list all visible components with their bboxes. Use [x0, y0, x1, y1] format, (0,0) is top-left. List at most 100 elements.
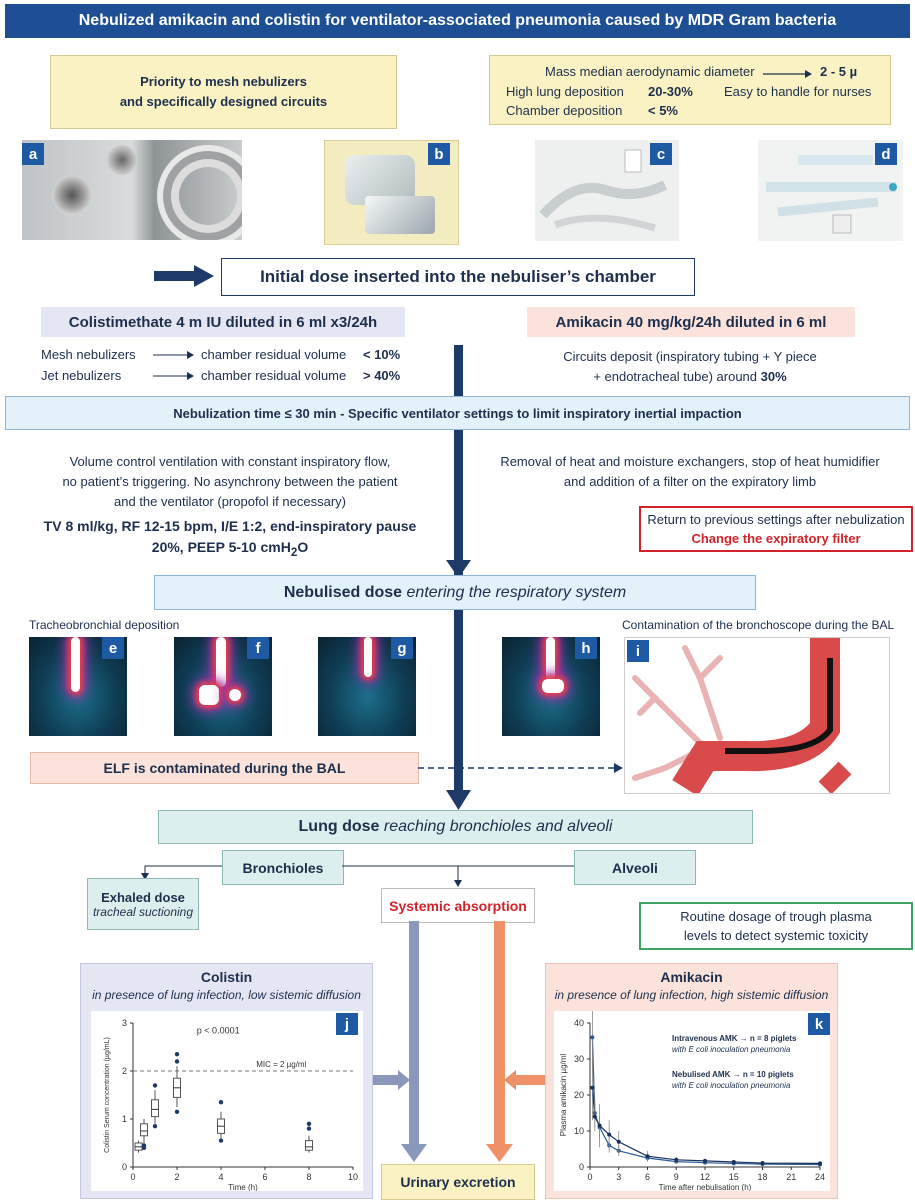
- tag-c: c: [650, 143, 672, 165]
- amikacin-dose: Amikacin 40 mg/kg/24h diluted in 6 ml: [527, 307, 855, 337]
- exhaled-dose-box: Exhaled dose tracheal suctioning: [87, 878, 199, 930]
- removal-text: Removal of heat and moisture exchangers,…: [480, 452, 900, 492]
- amikacin-panel-subtitle: in presence of lung infection, high sist…: [554, 988, 829, 1002]
- y-tick-label: 10: [574, 1126, 584, 1136]
- outlier-point: [174, 1109, 180, 1114]
- p-value-annotation: p < 0.0001: [197, 1026, 240, 1036]
- x-axis-label: Time (h): [228, 1183, 258, 1191]
- settings-line2-text: 20%, PEEP 5-10 cmH: [151, 539, 291, 555]
- nebulised-dose-italic: entering the respiratory system: [406, 583, 627, 601]
- nebulised-dose-bold: Nebulised dose: [283, 583, 403, 601]
- x-tick-label: 3: [616, 1172, 621, 1182]
- down-arrow-icon: [486, 1144, 513, 1162]
- data-point: [645, 1154, 650, 1159]
- legend-entry: Nebulised AMK → n = 10 piglets: [672, 1070, 794, 1079]
- exhaled-title: Exhaled dose: [101, 889, 185, 905]
- down-arrow-icon: [446, 560, 471, 578]
- outlier-point: [174, 1052, 180, 1057]
- x-tick-label: 0: [587, 1172, 592, 1182]
- nebulization-time-box: Nebulization time ≤ 30 min - Specific ve…: [5, 396, 910, 430]
- circuits-line1: Circuits deposit (inspiratory tubing + Y…: [563, 349, 817, 364]
- data-point: [616, 1139, 621, 1144]
- x-axis-label: Time after nebulisation (h): [659, 1183, 752, 1191]
- x-tick-label: 6: [262, 1172, 267, 1182]
- return-settings-box: Return to previous settings after nebuli…: [639, 506, 913, 552]
- lung-deposition-value: 20-30%: [648, 84, 693, 99]
- settings-line1: TV 8 ml/kg, RF 12-15 bpm, I/E 1:2, end-i…: [43, 518, 417, 534]
- mmad-label: Mass median aerodynamic diameter: [545, 64, 755, 79]
- data-point: [592, 1114, 597, 1119]
- arrow-right-icon: [153, 372, 194, 380]
- box: [305, 1140, 313, 1151]
- change-filter: Change the expiratory filter: [691, 531, 861, 546]
- settings-line2: 20%, PEEP 5-10 cmH2O: [152, 537, 308, 563]
- amikacin-panel: Amikacin in presence of lung infection, …: [545, 963, 838, 1199]
- ventilator-settings: TV 8 ml/kg, RF 12-15 bpm, I/E 1:2, end-i…: [20, 516, 440, 563]
- circuits-line2: + endotracheal tube) around 30%: [593, 367, 786, 387]
- lung-dose-bold: Lung dose: [298, 818, 380, 835]
- tag-d: d: [875, 143, 897, 165]
- page-title: Nebulized amikacin and colistin for vent…: [5, 4, 910, 38]
- chamber-deposition-label: Chamber deposition: [506, 103, 623, 118]
- outlier-point: [218, 1138, 224, 1143]
- outlier-point: [306, 1121, 312, 1126]
- y-tick-label: 30: [574, 1054, 584, 1064]
- x-tick-label: 9: [674, 1172, 679, 1182]
- circuits-value: 30%: [760, 369, 787, 384]
- chamber-deposition-value: < 5%: [648, 103, 678, 118]
- y-tick-label: 40: [574, 1018, 584, 1028]
- jet-value: > 40%: [363, 368, 401, 383]
- colistin-panel-subtitle: in presence of lung infection, low siste…: [92, 988, 361, 1002]
- volume-control-text: Volume control ventilation with constant…: [30, 452, 430, 512]
- scan-f-hotspot-2: [199, 685, 219, 705]
- circuits-line2-text: + endotracheal tube) around: [593, 369, 761, 384]
- y-tick-label: 0: [579, 1162, 584, 1172]
- x-tick-label: 24: [815, 1172, 825, 1182]
- settings-subscript: 2: [290, 545, 298, 559]
- routine-line1: Routine dosage of trough plasma: [680, 909, 872, 924]
- tag-b: b: [428, 143, 450, 165]
- colistin-panel: Colistin in presence of lung infection, …: [80, 963, 373, 1199]
- x-tick-label: 15: [729, 1172, 739, 1182]
- circuit-parts-drawing: [766, 155, 897, 234]
- lung-dose-box: Lung dose reaching bronchioles and alveo…: [158, 810, 753, 844]
- arrow-right-icon: [153, 351, 194, 359]
- priority-line2: and specifically designed circuits: [119, 94, 328, 109]
- scan-h-hotspot-1: [546, 637, 555, 682]
- series-line: [591, 1087, 821, 1164]
- legend-entry-detail: with E coli inoculation pneumonia: [672, 1045, 791, 1054]
- circuit-tube-drawing: [539, 149, 668, 232]
- amikacin-side-arrow: [504, 1070, 546, 1090]
- bronchial-tree-drawing: [632, 638, 852, 793]
- jet-label: Jet nebulizers: [41, 368, 122, 383]
- mmad-value: 2 - 5 µ: [820, 64, 858, 79]
- legend-entry-detail: with E coli inoculation pneumonia: [672, 1081, 791, 1090]
- down-arrow-icon: [401, 1144, 427, 1162]
- outlier-point: [152, 1124, 158, 1129]
- systemic-absorption-box: Systemic absorption: [381, 888, 535, 923]
- x-tick-label: 12: [700, 1172, 710, 1182]
- colistin-side-arrow: [368, 1070, 410, 1090]
- y-tick-label: 1: [122, 1114, 127, 1124]
- bronchioles-box: Bronchioles: [222, 850, 344, 885]
- outlier-point: [174, 1059, 180, 1064]
- data-point: [818, 1161, 822, 1166]
- priority-box: Priority to mesh nebulizers and specific…: [50, 55, 397, 129]
- box: [140, 1123, 148, 1137]
- return-line1: Return to previous settings after nebuli…: [647, 512, 905, 527]
- y-axis-label: Colistin Serum concentration (µg/mL): [104, 1037, 111, 1153]
- data-point: [590, 1085, 595, 1090]
- scan-f-hotspot-3: [229, 689, 241, 701]
- nebulizer-device-photo: [324, 140, 459, 245]
- scan-h-hotspot-2: [542, 679, 564, 693]
- thick-arrow-icon: [154, 265, 214, 287]
- initial-dose-box: Initial dose inserted into the nebuliser…: [221, 258, 695, 296]
- mesh-hole-2: [107, 145, 137, 175]
- mesh-desc: chamber residual volume: [201, 347, 347, 362]
- tag-a: a: [22, 143, 44, 165]
- down-arrow-icon: [446, 790, 471, 810]
- elf-box: ELF is contaminated during the BAL: [30, 752, 419, 784]
- tracheobronchial-label: Tracheobronchial deposition: [29, 618, 180, 632]
